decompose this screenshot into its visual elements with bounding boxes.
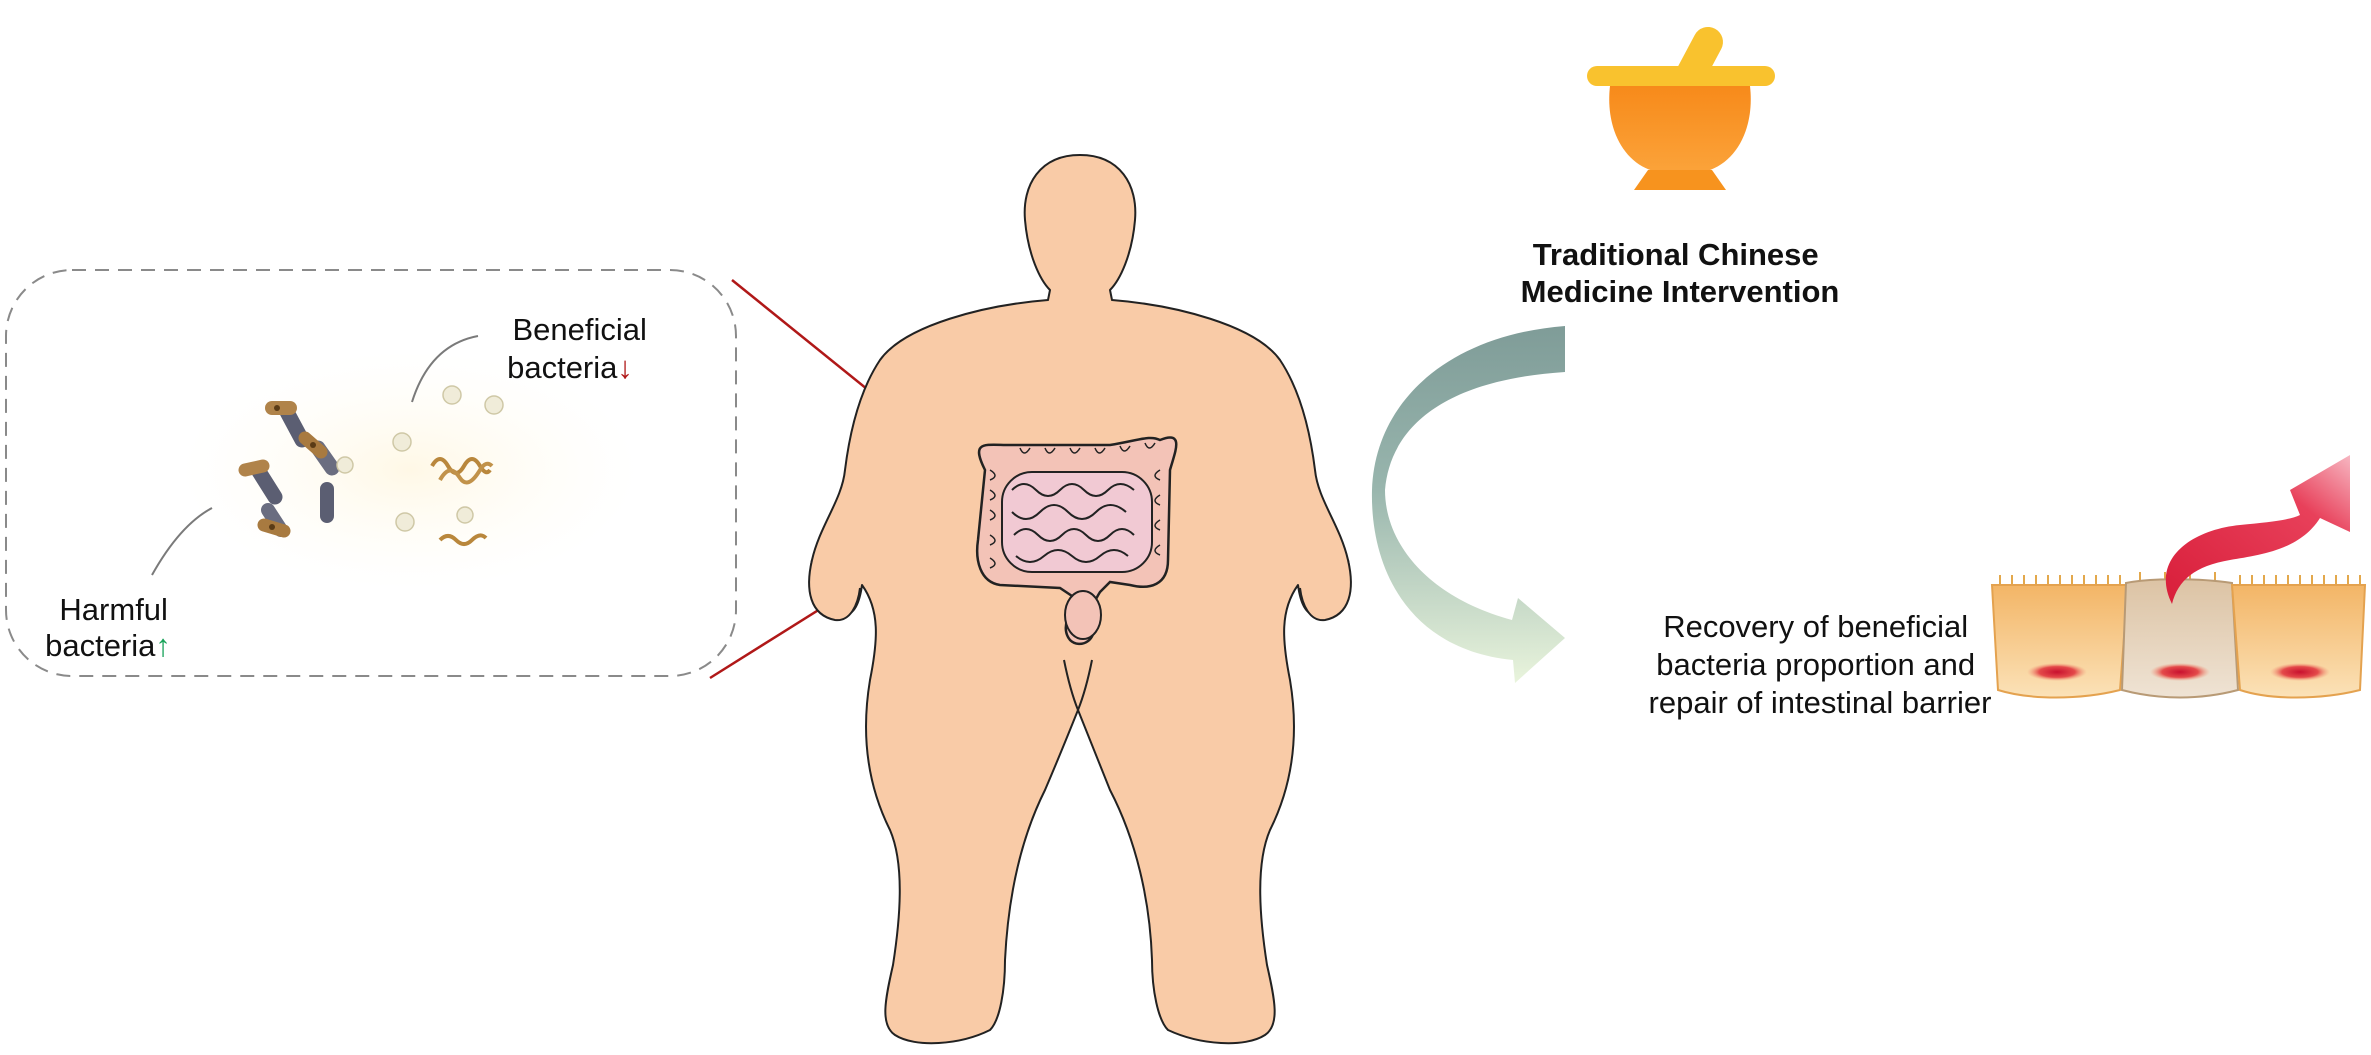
intestinal-barrier-cells xyxy=(1990,572,2367,699)
intestine-illustration xyxy=(976,436,1178,646)
up-right-arrow-icon xyxy=(2165,455,2350,604)
curved-arrow-icon xyxy=(1371,326,1565,683)
beneficial-callout-line xyxy=(411,335,479,403)
beneficial-label: Beneficial bacteria↓ xyxy=(507,312,655,385)
beneficial-bacteria-cluster xyxy=(336,385,504,546)
tcm-intervention-title: Traditional Chinese Medicine Interventio… xyxy=(1521,237,1840,309)
decrease-arrow: ↓ xyxy=(617,350,633,385)
recovery-outcome-text: Recovery of beneficial bacteria proporti… xyxy=(1649,609,1992,720)
harmful-callout-line xyxy=(151,507,213,576)
harmful-label: Harmful bacteria↑ xyxy=(45,592,176,663)
harmful-bacteria-cluster xyxy=(238,401,340,538)
increase-arrow: ↑ xyxy=(155,628,171,663)
mortar-pestle-icon xyxy=(1587,26,1775,190)
dashed-frame xyxy=(5,269,737,677)
microbiome-panel: Beneficial bacteria↓ Harmful bacteria↑ xyxy=(5,269,737,677)
